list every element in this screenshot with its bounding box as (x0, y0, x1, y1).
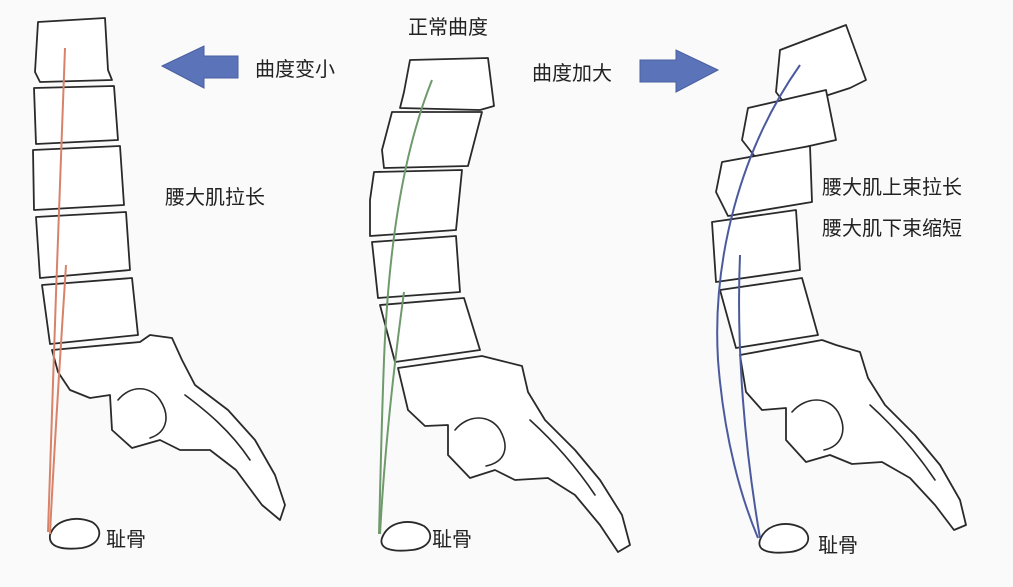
label-left-muscle-note: 腰大肌拉长 (165, 185, 265, 209)
psoas-right-lower-line (738, 254, 761, 539)
psoas-left-lower-line (49, 264, 67, 535)
vertebra-right-1 (775, 24, 867, 109)
label-pubis-right: 耻骨 (818, 533, 858, 557)
vertebra-center-2 (381, 111, 483, 169)
sacrum-left (51, 334, 286, 521)
spine-center (369, 57, 631, 553)
label-pubis-center: 耻骨 (432, 527, 472, 551)
vertebra-center-5 (379, 297, 481, 363)
vertebra-left-5 (41, 277, 139, 345)
psoas-right (716, 64, 801, 539)
psoas-right-upper-line (716, 64, 801, 539)
pubis-center-bone (380, 521, 432, 552)
psoas-center-lower-line (379, 291, 405, 535)
label-curve-increase: 曲度加大 (532, 61, 612, 85)
vertebra-left-2 (33, 85, 119, 145)
vertebra-left-1 (34, 17, 113, 83)
right-arrow-icon (639, 49, 720, 93)
psoas-left (47, 47, 67, 535)
psoas-center (378, 79, 433, 535)
label-normal-curve: 正常曲度 (408, 15, 488, 39)
pubis-left-bone (49, 518, 101, 550)
spine-right (711, 24, 967, 554)
psoas-left-upper-line (47, 47, 66, 533)
label-curve-decrease: 曲度变小 (255, 57, 335, 81)
spine-left (32, 17, 286, 550)
sacrum-right (739, 339, 967, 531)
pubis-right-bone (758, 523, 810, 554)
vertebra-right-5 (719, 277, 819, 349)
sacrum-center (397, 355, 631, 553)
vertebra-right-3 (715, 145, 813, 217)
psoas-center-upper-line (378, 79, 433, 535)
label-right-muscle-note-2: 腰大肌下束缩短 (822, 216, 962, 240)
sacrum-center-detail (454, 417, 596, 496)
label-right-muscle-note-1: 腰大肌上束拉长 (822, 175, 962, 199)
vertebra-right-2 (741, 89, 837, 159)
vertebra-center-3 (369, 169, 463, 237)
vertebra-center-1 (399, 57, 495, 111)
sacrum-left-detail (117, 387, 251, 461)
left-arrow-icon (160, 45, 239, 89)
vertebra-left-3 (32, 145, 125, 211)
vertebra-center-4 (371, 235, 461, 299)
vertebra-right-4 (711, 209, 801, 283)
vertebra-left-4 (35, 211, 131, 279)
label-pubis-left: 耻骨 (106, 527, 146, 551)
sacrum-right-detail (791, 399, 936, 481)
